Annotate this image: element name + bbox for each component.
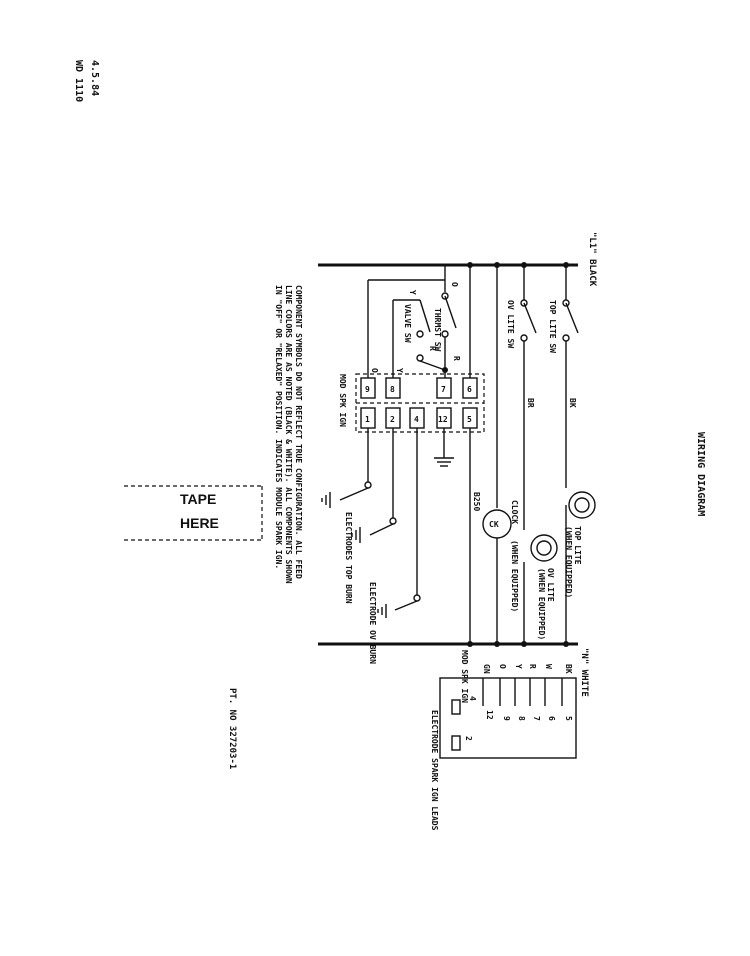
conn-pin-9: 9 [502,716,511,721]
valve-sw-label: VALVE SW [403,304,412,343]
module-pin-label-6: 6 [467,385,472,394]
b250-label: B250 [472,492,481,511]
electrodes: ELECTRODES TOP BURN ELECTRODE OV BURN [321,428,421,664]
conn-color-bk: BK [564,664,573,674]
notes-block: COMPONENT SYMBOLS DO NOT REFLECT TRUE CO… [274,285,303,584]
module-pin-label-2: 2 [390,415,395,424]
conn-pin-6: 6 [547,716,556,721]
wire-r-label: R [452,356,461,361]
module-pin-label-8: 8 [390,385,395,394]
conn-leads-label: ELECTRODE SPARK IGN LEADS [430,710,439,831]
electrode-ov-burn-label: ELECTRODE OV BURN [368,582,377,664]
header-stamp: 4.5.84 WD 1110 [73,60,100,102]
ov-lite-branch: OV LITE SW BR OV LITE (WHEN EQUIPPED) [506,265,558,644]
module-pin-8 [385,377,401,399]
conn-pin-2: 2 [464,736,473,741]
note-line-3: IN "OFF" OR "RELAXED" POSITION. INDICATE… [274,285,283,569]
clock-note: (WHEN EQUIPPED) [510,540,519,612]
top-lite-sw-label: TOP LITE SW [548,300,557,353]
ov-lite-label: OV LITE [546,568,555,602]
clock-label: CLOCK [510,500,519,524]
conn-color-o: O [498,664,507,669]
header-code: WD 1110 [73,60,84,102]
note-line-1: COMPONENT SYMBOLS DO NOT REFLECT TRUE CO… [294,285,303,579]
module-pin-9 [360,377,376,399]
tape-label: TAPE [180,491,216,507]
clock-symbol: CK [489,520,499,529]
wire-y-label: Y [408,290,417,295]
ov-lite-sw-label: OV LITE SW [506,300,515,348]
conn-color-w: W [544,664,553,669]
spark-module: 9 8 7 6 1 2 4 12 5 MOD SPK IGN [338,373,485,467]
module-pin-label-12: 12 [438,415,448,424]
diagram-title: WIRING DIAGRAM [695,432,706,516]
wire-br-label: BR [526,398,535,408]
module-pin-label-5: 5 [467,415,472,424]
conn-pin-8: 8 [517,716,526,721]
conn-pin-4: 4 [468,696,477,701]
top-lite-branch: TOP LITE SW BK TOP LITE (WHEN EQUIPPED) [548,265,596,644]
wire-bk-label: BK [568,398,577,408]
n-white-label: "N" WHITE [579,648,589,697]
ov-lite-note: (WHEN EQUIPPED) [537,568,546,640]
conn-pin-5: 5 [564,716,573,721]
conn-pin-12: 12 [485,710,494,720]
conn-side-label: MOD SPK IGN [460,650,469,703]
conn-color-y: Y [514,664,523,669]
conn-pin-7: 7 [532,716,541,721]
l1-black-label: "L1" BLACK [587,232,597,287]
electrodes-top-burn-label: ELECTRODES TOP BURN [344,512,353,604]
module-pin-label-7: 7 [441,385,446,394]
note-line-2: LINE COLORS ARE AS NOTED (BLACK & WHITE)… [284,285,293,584]
b250-branch: B250 [469,265,481,644]
tape-here-box: TAPE HERE [124,485,263,541]
conn-color-gn: GN [482,664,491,674]
top-lite-label: TOP LITE [573,526,582,565]
conn-color-r: R [528,664,537,669]
wire-r2-label: R [428,346,437,351]
module-pin-label-1: 1 [365,415,370,424]
part-number: PT. NO 327203-1 [227,688,237,769]
here-label: HERE [180,515,219,531]
top-lite-note: (WHEN EQUIPPED) [564,526,573,598]
header-date: 4.5.84 [89,60,100,96]
wire-y2-label: Y [395,368,404,373]
module-pin-7 [436,377,452,399]
connector-legend: BK W R Y O GN MOD SPK IGN 5 6 7 8 9 12 4… [430,650,577,831]
module-pin-5 [462,407,478,429]
module-pin-label-4: 4 [414,415,419,424]
wire-o2-label: O [370,368,379,373]
module-label: MOD SPK IGN [338,374,347,427]
thermostat-valve: THRMST SW VALVE SW O Y R R O Y [367,265,461,378]
wire-o-label: O [450,282,459,287]
module-pin-label-9: 9 [365,385,370,394]
thrmst-sw-label: THRMST SW [433,308,442,352]
clock-branch: CK CLOCK (WHEN EQUIPPED) [482,265,519,644]
module-pin-6 [462,377,478,399]
